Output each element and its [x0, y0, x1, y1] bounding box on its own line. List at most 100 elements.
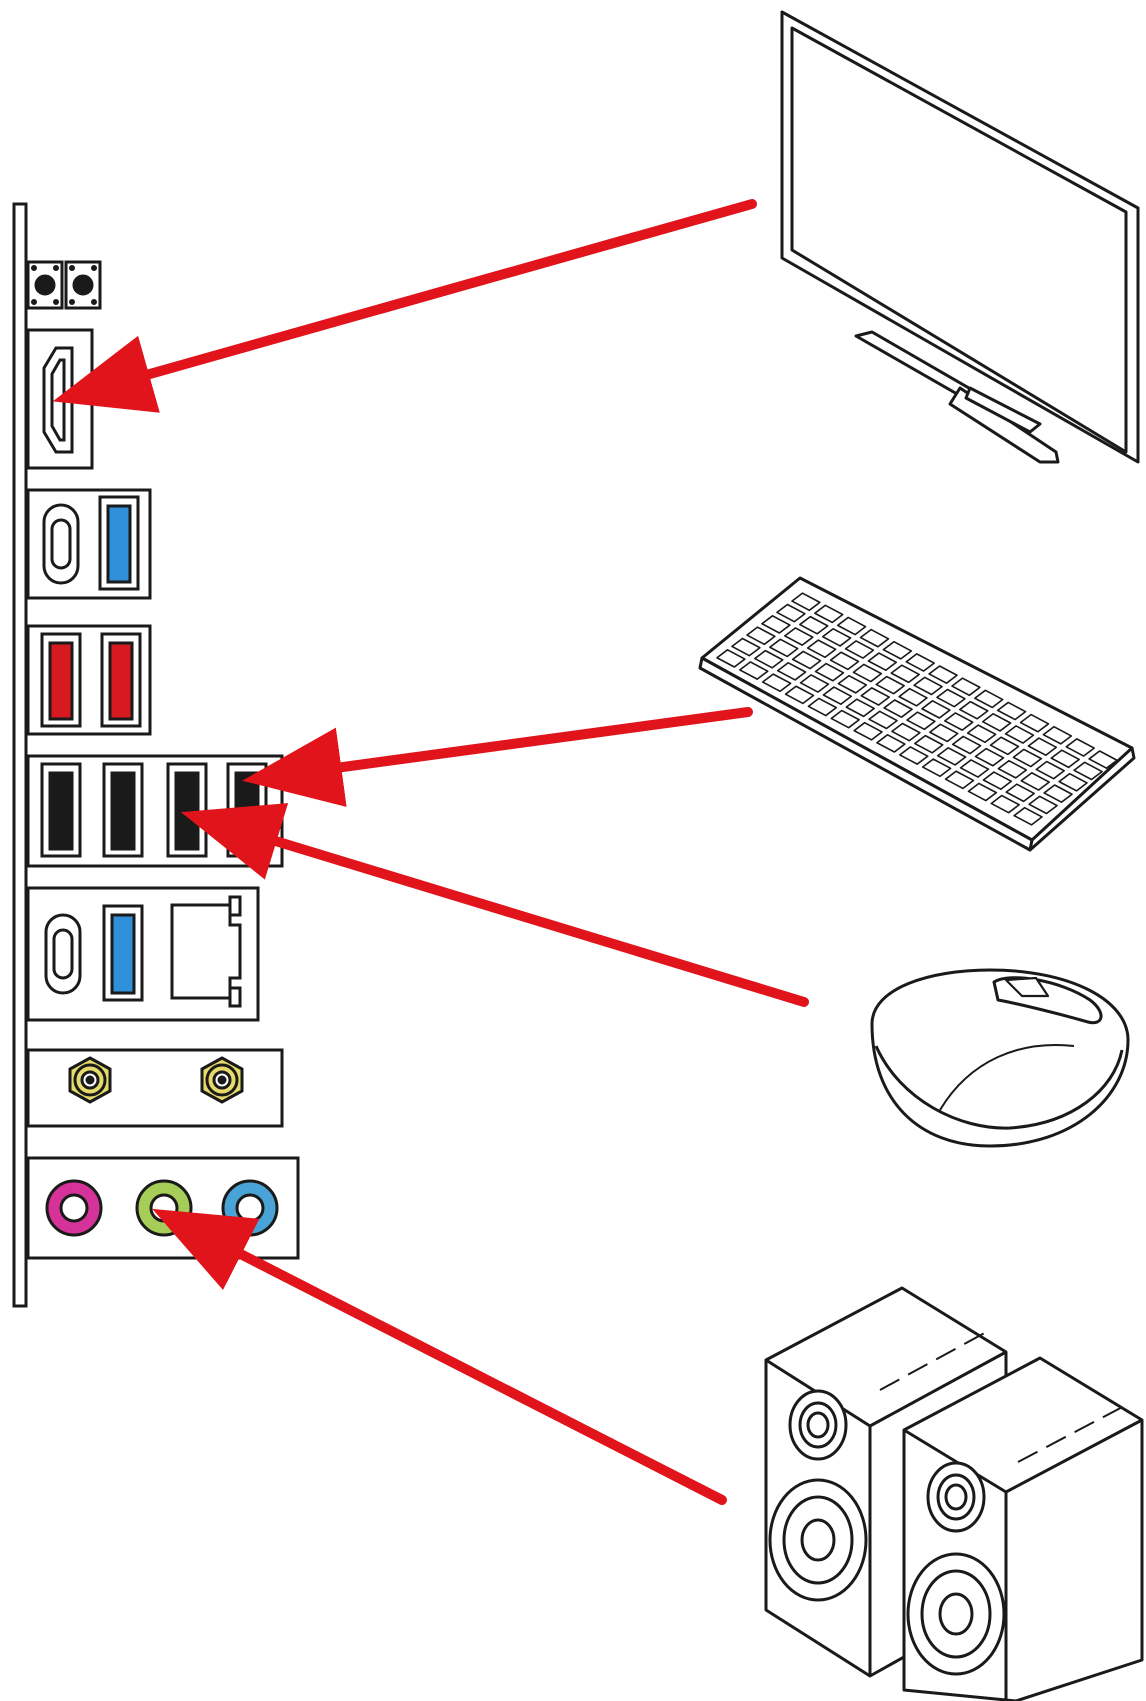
keyboard-key [989, 736, 1020, 756]
keyboard-key [899, 746, 929, 765]
keyboard-key [914, 734, 944, 754]
keyboard-key [829, 651, 860, 671]
keyboard-key [875, 675, 905, 695]
io-shield-plate [12, 202, 28, 1308]
keyboard-key [974, 747, 1005, 767]
keyboard-key [1042, 725, 1073, 745]
usb-a-port-black-2[interactable] [102, 762, 144, 858]
keyboard-key [913, 676, 943, 696]
keyboard-key [974, 689, 1004, 709]
keyboard-key [928, 665, 958, 684]
wifi-antenna-connector[interactable] [68, 1056, 112, 1104]
audio-jack-pink[interactable] [45, 1179, 103, 1237]
arrow-monitor-to-hdmi [52, 199, 757, 413]
monitor-icon [780, 10, 1140, 464]
keyboard-key [814, 662, 845, 682]
ethernet-port[interactable] [170, 895, 242, 1008]
keyboard-key [776, 603, 806, 623]
keyboard-key [814, 604, 844, 624]
keyboard-key [883, 699, 913, 718]
keyboard-key [830, 709, 860, 729]
keyboard-key [852, 663, 883, 683]
usb-a-port-black-3[interactable] [166, 762, 208, 858]
keyboard-key [716, 649, 746, 668]
keyboard-key [890, 664, 920, 684]
keyboard-key [905, 653, 935, 672]
keyboard-key [898, 687, 928, 707]
keyboard-key [997, 759, 1028, 779]
keyboard-keys [716, 592, 1118, 826]
antenna-block [26, 1048, 284, 1128]
usb-block-2 [26, 624, 152, 736]
keyboard-key [731, 637, 761, 657]
keyboard-key [921, 700, 951, 719]
usb-lan-block [26, 886, 260, 1022]
keyboard-key [807, 697, 838, 717]
usb-a-port-blue[interactable] [102, 904, 144, 1002]
keyboard-key [936, 688, 966, 708]
arrow-speakers-to-audio [152, 1208, 727, 1505]
usb-block-3 [26, 754, 284, 868]
keyboard-key [1035, 760, 1065, 780]
keyboard-key [966, 724, 997, 744]
audio-jack-blue[interactable] [221, 1179, 279, 1237]
keyboard-key [837, 674, 868, 694]
usb-a-port-blue[interactable] [98, 495, 140, 591]
keyboard-key [1043, 784, 1073, 803]
keyboard-key [867, 652, 898, 672]
keyboard-key [1073, 761, 1103, 781]
keyboard-key [1005, 783, 1035, 803]
keyboard-key [876, 734, 906, 753]
keyboard-key [951, 677, 981, 697]
keyboard-key [784, 627, 814, 646]
clear-cmos-button[interactable] [26, 260, 102, 310]
keyboard-key [959, 759, 990, 778]
keyboard-key [1019, 713, 1050, 733]
keyboard-key [921, 758, 952, 778]
keyboard-key [776, 661, 807, 681]
keyboard-key [799, 674, 830, 693]
keyboard-key [821, 627, 852, 647]
speaker-right [902, 1356, 1144, 1701]
speaker-left [764, 1286, 1008, 1678]
keyboard-key [806, 639, 837, 659]
keyboard-key [990, 794, 1020, 814]
keyboard-key [1012, 748, 1043, 768]
keyboard-key [967, 782, 998, 802]
keyboard-key [836, 616, 867, 636]
keyboard-key [936, 746, 967, 766]
keyboard-key [891, 722, 921, 742]
wifi-antenna-connector[interactable] [200, 1056, 244, 1104]
keyboard-key [1020, 772, 1050, 791]
keyboard-key [859, 628, 890, 648]
keyboard-key [746, 626, 776, 646]
usb-c-port[interactable] [42, 503, 80, 585]
keyboard-key [761, 673, 792, 693]
keyboard-key [959, 700, 989, 720]
keyboard-key [944, 712, 974, 731]
keyboard-key [982, 771, 1013, 791]
keyboard-key [996, 701, 1027, 721]
keyboard-key [1050, 749, 1080, 769]
keyboard-key [929, 723, 959, 743]
keyboard-key [761, 615, 791, 634]
keyboard-key [944, 770, 975, 790]
usb-c-port[interactable] [44, 913, 82, 995]
keyboard-key [844, 640, 875, 659]
io-shield [12, 202, 300, 1308]
usb-a-port-red[interactable] [100, 632, 142, 728]
keyboard-key [1088, 750, 1118, 769]
keyboard-key [739, 661, 769, 680]
keyboard-key [860, 687, 890, 706]
keyboard-key [791, 592, 821, 612]
hdmi-port[interactable] [26, 328, 94, 470]
keyboard-key [791, 650, 822, 670]
keyboard-key [906, 711, 936, 731]
keyboard-key [754, 649, 784, 669]
keyboard-key [1027, 737, 1058, 757]
usb-a-port-red[interactable] [40, 632, 82, 728]
usb-a-port-black-1[interactable] [40, 762, 82, 858]
mouse-icon [870, 968, 1130, 1148]
